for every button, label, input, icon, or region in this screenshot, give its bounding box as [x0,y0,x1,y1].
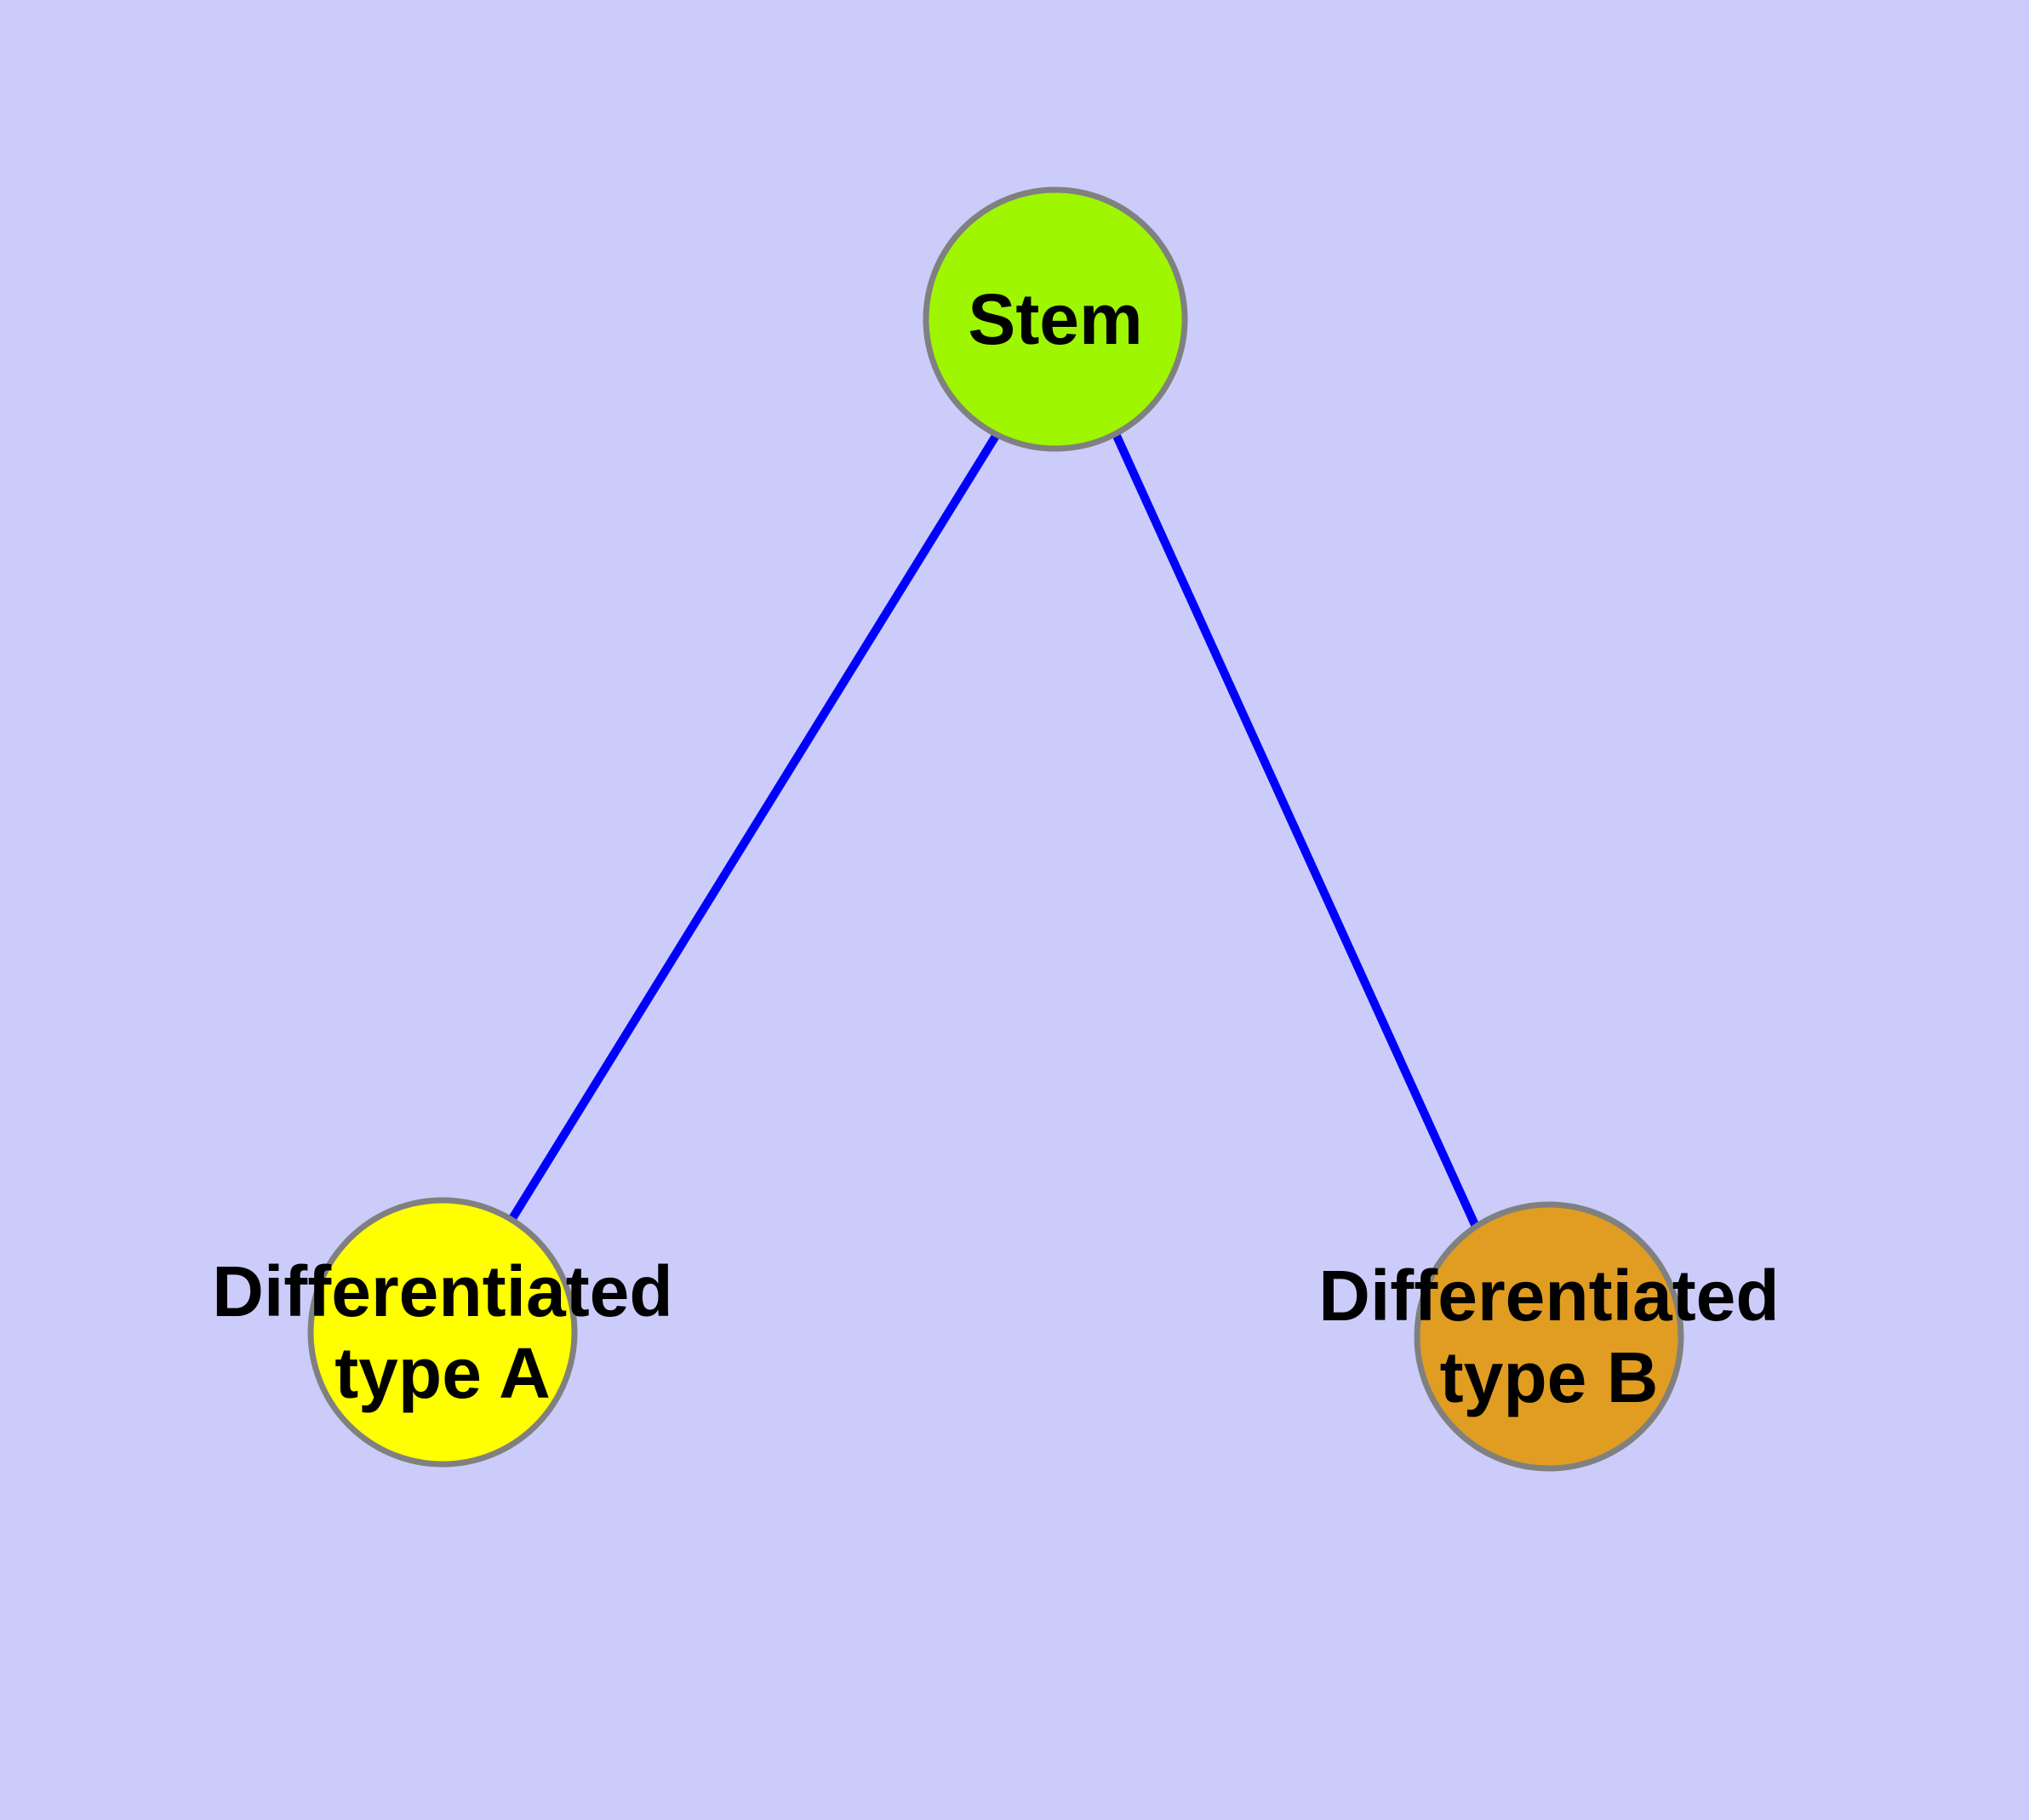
node-label-line: Differentiated [212,1251,672,1331]
node-label-line: type B [1440,1337,1659,1417]
node-diff-a-circle[interactable] [307,1197,578,1468]
node-label-line: Stem [968,279,1142,359]
node-stem-circle[interactable] [923,186,1188,452]
edge-stem-to-diff-b[interactable] [1112,433,1480,1229]
node-label-line: type A [334,1333,551,1413]
node-label-line: Differentiated [1318,1256,1779,1336]
node-stem-label: Stem [968,279,1142,359]
node-layer [307,186,1684,1472]
edge-layer [507,433,1480,1229]
edge-stem-to-diff-a[interactable] [507,433,1000,1222]
node-diff-b-circle[interactable] [1414,1201,1684,1472]
